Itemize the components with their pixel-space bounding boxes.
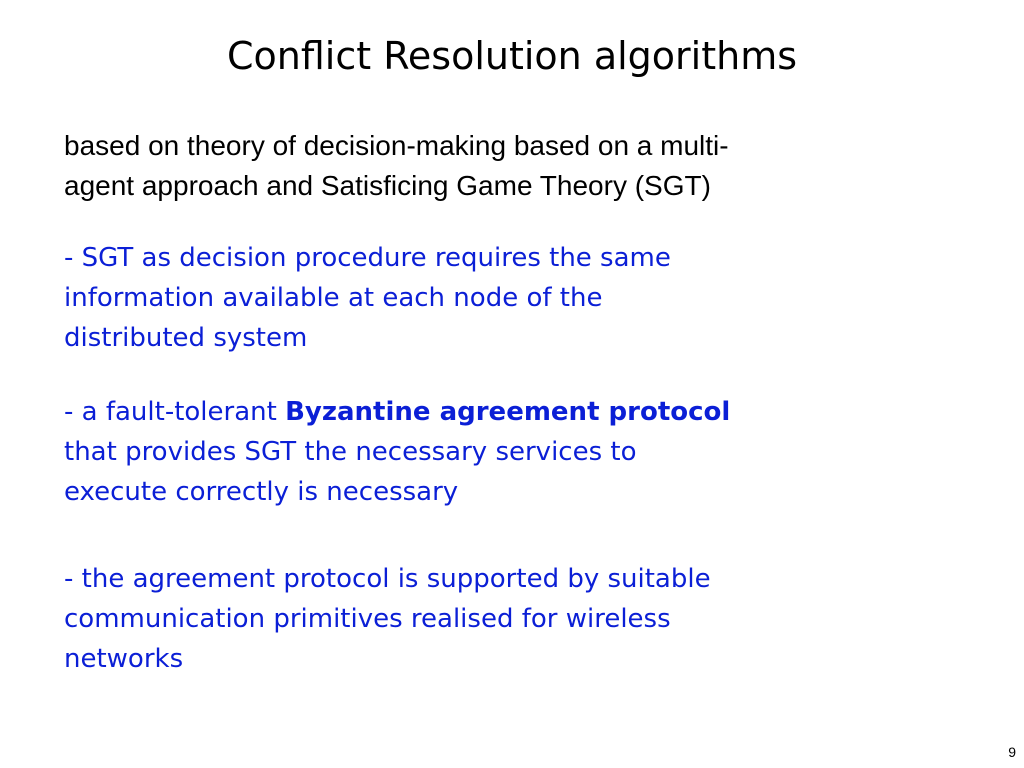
page-number: 9 <box>1008 744 1016 760</box>
bullet-2-line-1: - a fault-tolerant Byzantine agreement p… <box>64 392 924 432</box>
intro-text: based on theory of decision-making based… <box>64 126 904 206</box>
bullet-3-line-3: networks <box>64 644 184 674</box>
bullet-paragraph-byzantine: - a fault-tolerant Byzantine agreement p… <box>64 392 924 512</box>
bullet-2-prefix: - a fault-tolerant <box>64 397 286 427</box>
bullet-3-line-1: - the agreement protocol is supported by… <box>64 564 711 594</box>
intro-line-2: agent approach and Satisficing Game Theo… <box>64 170 711 201</box>
bullet-1-line-2: information available at each node of th… <box>64 283 603 313</box>
bullet-2-bold-term: Byzantine agreement protocol <box>285 397 731 427</box>
bullet-2-line-2: that provides SGT the necessary services… <box>64 437 637 467</box>
slide-title: Conflict Resolution algorithms <box>226 34 798 78</box>
bullet-2-line-3: execute correctly is necessary <box>64 477 459 507</box>
bullet-3-line-2: communication primitives realised for wi… <box>64 604 671 634</box>
bullet-1-line-3: distributed system <box>64 323 308 353</box>
bullet-1-line-1: - SGT as decision procedure requires the… <box>64 243 671 273</box>
bullet-paragraph-agreement: - the agreement protocol is supported by… <box>64 559 924 679</box>
intro-line-1: based on theory of decision-making based… <box>64 130 729 161</box>
bullet-paragraph-sgt: - SGT as decision procedure requires the… <box>64 238 924 358</box>
